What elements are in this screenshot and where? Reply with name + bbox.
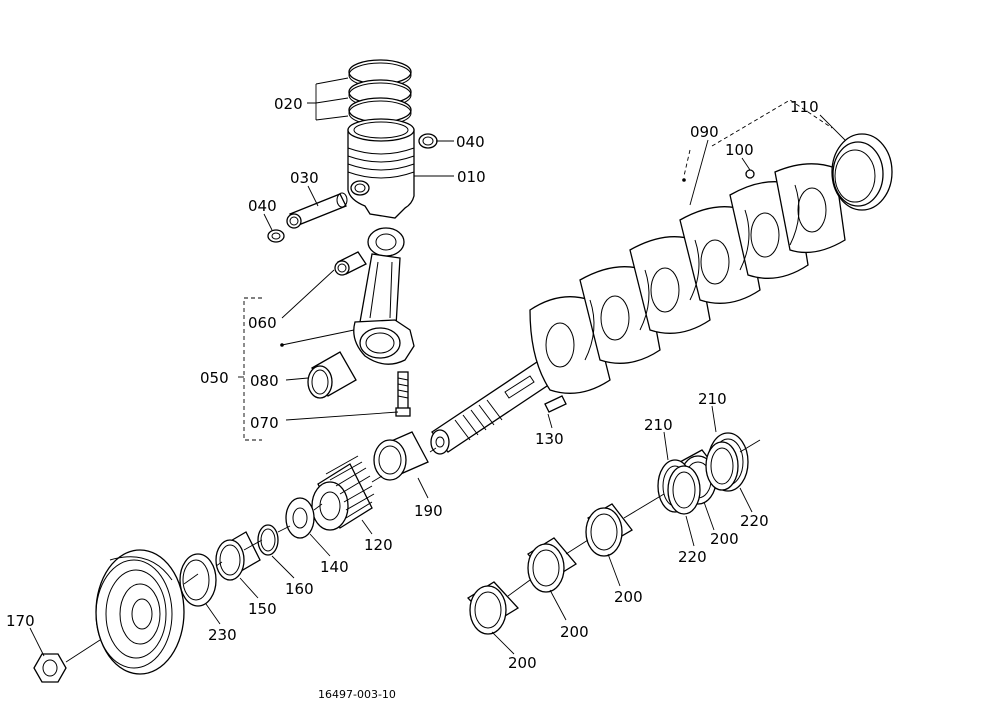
main-bearing-1 [466,581,520,635]
label-080: 080 [250,372,279,390]
o-ring [257,524,279,556]
label-020: 020 [274,95,303,113]
label-200-4: 200 [710,530,739,548]
connecting-rod [353,227,415,365]
thrust-washer-220-right [705,441,739,491]
label-070: 070 [250,414,279,432]
label-010: 010 [457,168,486,186]
figure-number: 16497-003-10 [318,688,396,701]
label-040-right: 040 [456,133,485,151]
label-230: 230 [208,626,237,644]
thrust-washer-220-left [667,465,701,515]
plug [745,169,755,179]
front-collar [215,531,261,581]
label-100: 100 [725,141,754,159]
label-190: 190 [414,502,443,520]
rod-bolt [395,371,411,417]
label-130: 130 [535,430,564,448]
label-110: 110 [790,98,819,116]
small-end-bushing [334,251,367,276]
crankshaft [430,163,846,455]
leader-lines [29,77,846,663]
main-bearing-2 [527,537,577,593]
label-200-1: 200 [508,654,537,672]
collar [373,431,429,481]
piston-rings [348,59,412,126]
label-060: 060 [248,314,277,332]
piston [347,118,415,219]
big-end-bearing [307,351,357,399]
piston-pin [286,192,348,229]
rear-oil-seal [831,133,893,211]
label-140: 140 [320,558,349,576]
label-170: 170 [6,612,35,630]
label-220-left: 220 [678,548,707,566]
thrust-washer [285,497,315,539]
label-160: 160 [285,580,314,598]
crankshaft-pulley [95,549,185,675]
label-210-left: 210 [644,416,673,434]
label-040-left: 040 [248,197,277,215]
label-200-2: 200 [560,623,589,641]
circlip-left [267,229,285,243]
front-oil-seal [179,553,217,607]
main-bearing-3 [585,503,633,557]
circlip-right [418,133,438,149]
part-labels: 020 040 010 030 040 060 050 080 070 090 … [6,95,819,701]
label-090: 090 [690,123,719,141]
label-200-3: 200 [614,588,643,606]
label-050: 050 [200,369,229,387]
label-150: 150 [248,600,277,618]
label-120: 120 [364,536,393,554]
label-210-right: 210 [698,390,727,408]
label-220-right: 220 [740,512,769,530]
pulley-nut [33,653,67,683]
label-030: 030 [290,169,319,187]
woodruff-key [544,395,567,413]
crank-gear [311,455,375,531]
